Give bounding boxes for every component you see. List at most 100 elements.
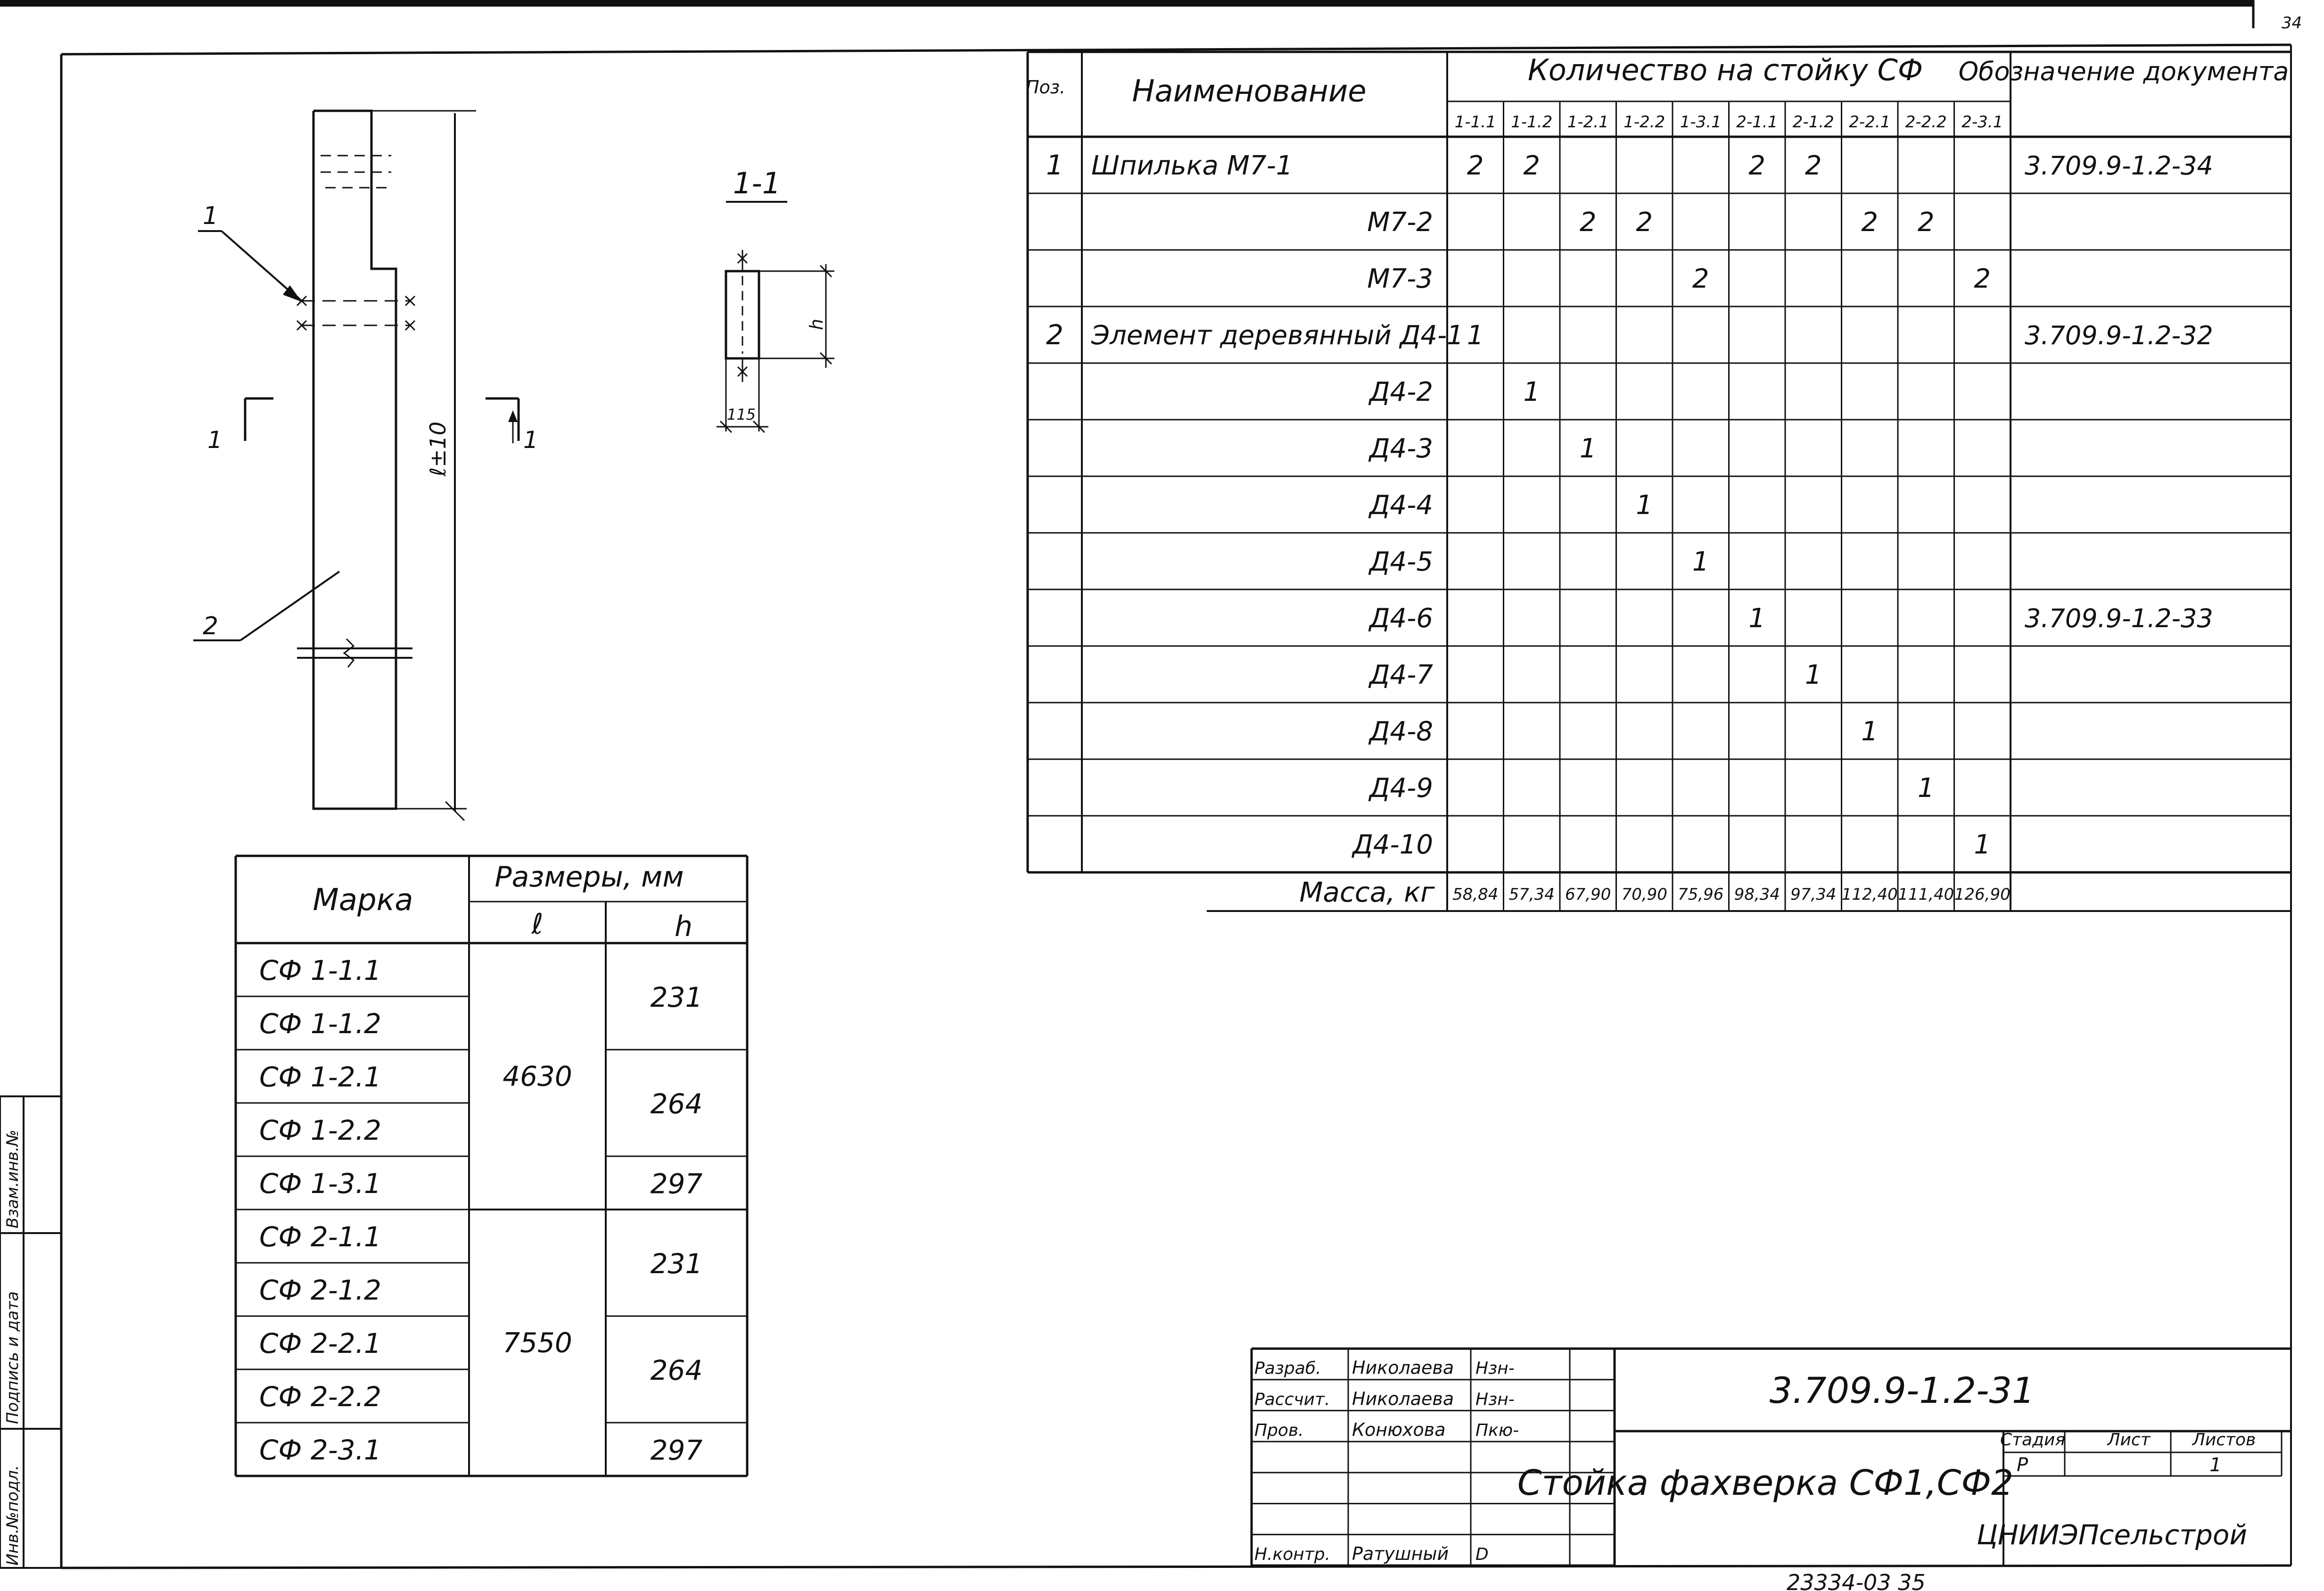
tb-role: Н.контр. [1254, 1545, 1330, 1564]
size-l-value: 7550 [503, 1327, 572, 1359]
size-mark: СФ 1-3.1 [259, 1168, 381, 1200]
spec-table-grid [1026, 50, 2291, 912]
side-stamp-replace: Взам.инв.№ [3, 1130, 22, 1228]
row-name: М7-2 [1367, 207, 1433, 238]
row-name: Д4-4 [1368, 490, 1433, 521]
row-designation: 3.709.9-1.2-32 [2025, 321, 2213, 350]
doc-title: Стойка фахверка СФ1,СФ2 [1517, 1463, 2013, 1503]
tb-signature: Пкю- [1475, 1421, 1519, 1440]
row-name: Д4-8 [1368, 716, 1433, 747]
row-qty: 1 [1748, 603, 1765, 634]
row-name: Д4-10 [1351, 829, 1433, 860]
size-h-value: 231 [651, 981, 703, 1013]
length-dimension: ℓ±10 [425, 422, 451, 477]
size-header-sizes: Размеры, мм [494, 861, 684, 894]
row-name: Д4-3 [1368, 433, 1433, 464]
column-header-1-2.2: 1-2.2 [1624, 113, 1665, 132]
size-header-mark: Марка [313, 883, 413, 918]
drawing-frame [60, 43, 2292, 1569]
size-table-body: СФ 1-1.1СФ 1-1.2СФ 1-2.1СФ 1-2.2СФ 1-3.1… [259, 954, 702, 1467]
stage-value: Р [2017, 1454, 2028, 1476]
column-header-2-1.2: 2-1.2 [1793, 113, 1834, 132]
size-mark: СФ 1-2.1 [259, 1061, 381, 1093]
size-mark: СФ 2-2.2 [259, 1381, 381, 1413]
mass-value: 111,40 [1898, 885, 1954, 904]
size-h-value: 264 [651, 1088, 703, 1120]
row-qty: 2 [1748, 150, 1765, 181]
size-mark: СФ 2-2.1 [259, 1327, 381, 1359]
size-h-value: 264 [651, 1354, 703, 1386]
org-name: ЦНИИЭПсельстрой [1977, 1519, 2247, 1551]
size-mark: СФ 2-1.1 [259, 1221, 381, 1253]
column-header-1-1.2: 1-1.2 [1511, 113, 1552, 132]
header-pos: Поз. [1026, 77, 1065, 98]
row-qty: 2 [1523, 150, 1540, 181]
size-mark: СФ 1-1.1 [259, 954, 381, 986]
row-qty: 1 [1580, 433, 1597, 464]
column-header-1-2.1: 1-2.1 [1567, 113, 1609, 132]
row-qty: 2 [1467, 150, 1484, 181]
mass-value: 70,90 [1622, 885, 1667, 904]
header-designation: Обозначение документа [1959, 57, 2289, 86]
sheet-label: Лист [2106, 1430, 2151, 1450]
header-quantity: Количество на стойку СФ [1528, 53, 1923, 87]
row-qty: 1 [1467, 320, 1484, 351]
row-qty: 2 [1805, 150, 1822, 181]
row-name: Д4-6 [1368, 603, 1433, 634]
tb-person-name: Конюхова [1352, 1419, 1445, 1440]
row-qty: 2 [1918, 207, 1935, 238]
row-qty: 2 [1861, 207, 1878, 238]
side-stamp-inv: Инв.№подл. [3, 1465, 22, 1566]
size-mark: СФ 1-1.2 [259, 1008, 381, 1040]
tb-signature: Нзн- [1475, 1390, 1515, 1409]
mass-value: 112,40 [1842, 885, 1898, 904]
size-table-grid [234, 854, 749, 1477]
row-qty: 1 [1523, 377, 1540, 407]
tb-person-name: Ратушный [1352, 1543, 1449, 1564]
row-qty: 1 [1974, 829, 1991, 860]
size-table-headers: Марка Размеры, мм ℓ h [313, 861, 692, 943]
tb-role: Пров. [1254, 1421, 1304, 1440]
tb-signature: D [1475, 1545, 1489, 1564]
row-name: Д4-9 [1368, 773, 1433, 804]
side-stamp-sign: Подпись и дата [3, 1291, 22, 1424]
tb-signature: Нзн- [1475, 1359, 1515, 1378]
row-qty: 2 [1692, 264, 1709, 294]
section-width-label: 115 [727, 406, 756, 423]
row-designation: 3.709.9-1.2-34 [2025, 151, 2213, 181]
doc-code: 3.709.9-1.2-31 [1770, 1369, 2035, 1411]
column-header-1-1.1: 1-1.1 [1455, 113, 1496, 132]
header-designation-text: Обозначение документа [1959, 57, 2289, 86]
tb-person-name: Николаева [1352, 1388, 1454, 1409]
leader-2-label: 2 [203, 612, 218, 640]
section-title: 1-1 [733, 166, 781, 200]
mass-value: 57,34 [1509, 885, 1555, 904]
row-qty: 1 [1918, 773, 1935, 804]
sheets-value: 1 [2209, 1454, 2221, 1476]
sheets-label: Листов [2192, 1430, 2256, 1450]
column-header-1-3.1: 1-3.1 [1680, 113, 1722, 132]
mass-value: 67,90 [1565, 885, 1611, 904]
row-name: Д4-5 [1368, 547, 1433, 577]
size-h-value: 297 [651, 1434, 703, 1467]
mass-value: 75,96 [1678, 885, 1723, 904]
size-h-value: 231 [651, 1248, 703, 1280]
mass-value: 97,34 [1790, 885, 1836, 904]
top-edge [0, 0, 2253, 7]
section-h-label: h [806, 319, 827, 330]
size-mark: СФ 2-3.1 [259, 1434, 381, 1466]
row-qty: 1 [1692, 547, 1709, 577]
stage-label: Стадия [2000, 1430, 2065, 1450]
mass-value: 98,34 [1734, 885, 1780, 904]
size-l-value: 4630 [503, 1061, 572, 1093]
row-qty: 1 [1636, 490, 1653, 521]
size-mark: СФ 2-1.2 [259, 1274, 381, 1306]
spec-table-headers: Поз. Наименование Количество на стойку С… [1026, 53, 2289, 109]
row-qty: 1 [1861, 716, 1878, 747]
tb-role: Разраб. [1254, 1359, 1321, 1378]
row-designation: 3.709.9-1.2-33 [2025, 604, 2213, 633]
title-block-grid [1250, 1347, 2291, 1567]
